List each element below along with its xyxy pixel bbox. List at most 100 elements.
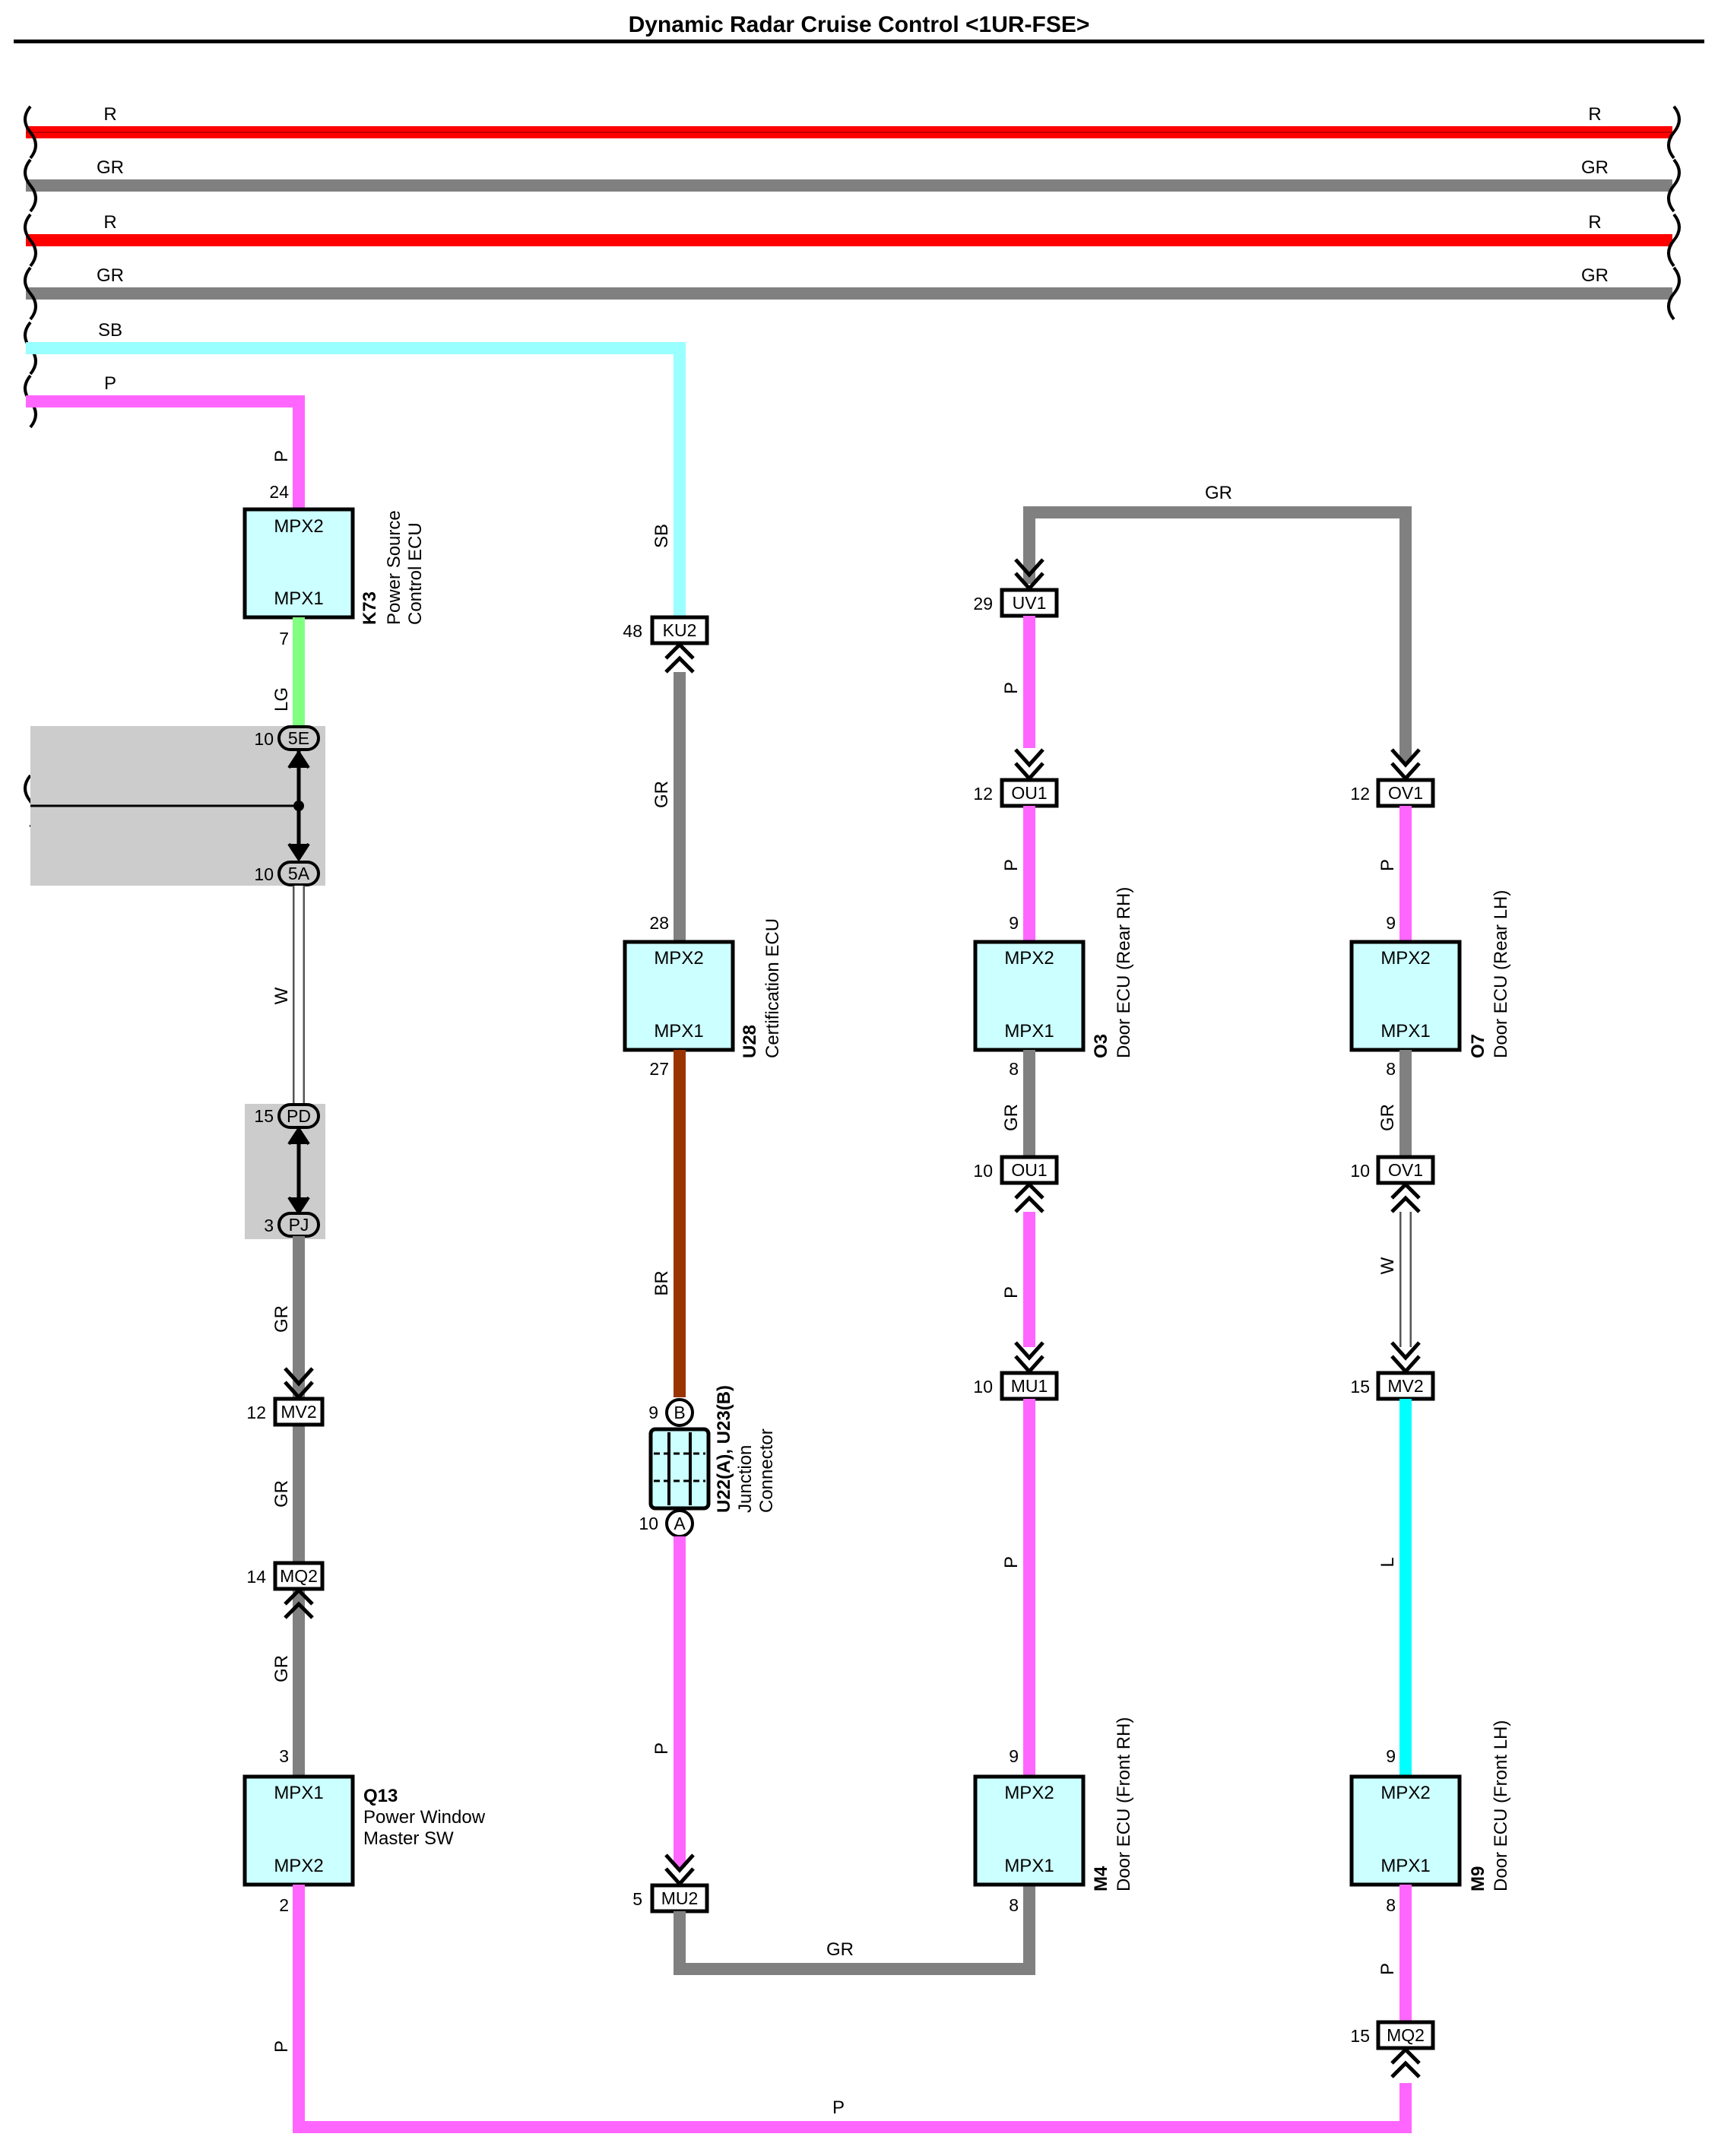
svg-text:MQ2: MQ2 xyxy=(280,1566,318,1586)
connector-mq2: MQ2 14 xyxy=(246,1561,325,1619)
svg-text:U28: U28 xyxy=(740,1025,760,1058)
component-k73: MPX2 MPX1 24 7 K73 Power Source Control … xyxy=(242,482,426,648)
svg-text:MQ2: MQ2 xyxy=(1387,2025,1425,2045)
svg-text:OV1: OV1 xyxy=(1388,1160,1423,1180)
wire-label: LG xyxy=(271,687,292,712)
connector-mu2: MU2 5 xyxy=(632,1853,709,1913)
wire-label: L xyxy=(1377,1557,1398,1567)
wire-label: GR xyxy=(651,781,672,808)
wire-label: P xyxy=(271,450,292,462)
svg-text:MV2: MV2 xyxy=(281,1402,316,1422)
bus-label-right: R xyxy=(1588,104,1601,125)
svg-text:KU2: KU2 xyxy=(663,620,697,640)
svg-text:OU1: OU1 xyxy=(1011,1160,1047,1180)
svg-text:Power Window: Power Window xyxy=(363,1807,486,1828)
bus-label-right: GR xyxy=(1581,157,1609,178)
svg-text:MPX1: MPX1 xyxy=(1380,1021,1430,1042)
svg-text:MU1: MU1 xyxy=(1011,1376,1048,1396)
svg-text:MPX1: MPX1 xyxy=(1004,1021,1054,1042)
svg-text:Master SW: Master SW xyxy=(363,1828,454,1849)
wire-label: P xyxy=(651,1742,672,1755)
svg-text:MU2: MU2 xyxy=(661,1888,699,1908)
svg-text:5A: 5A xyxy=(288,864,310,883)
svg-text:12: 12 xyxy=(973,784,993,804)
svg-text:27: 27 xyxy=(649,1059,669,1079)
svg-text:9: 9 xyxy=(648,1403,658,1422)
connector-mv2: MV2 12 xyxy=(246,1367,325,1427)
svg-text:OU1: OU1 xyxy=(1011,783,1047,803)
svg-text:3: 3 xyxy=(264,1216,274,1235)
svg-text:Door ECU (Rear LH): Door ECU (Rear LH) xyxy=(1491,890,1511,1058)
wire-label: GR xyxy=(1205,483,1232,503)
svg-text:29: 29 xyxy=(973,594,993,614)
svg-text:8: 8 xyxy=(1009,1059,1019,1079)
connector-ou1-lower: OU1 10 xyxy=(973,1155,1059,1213)
svg-text:10: 10 xyxy=(973,1161,993,1181)
svg-text:Certification ECU: Certification ECU xyxy=(762,918,783,1058)
diagram-title: Dynamic Radar Cruise Control <1UR-FSE> xyxy=(629,12,1090,37)
svg-text:MPX2: MPX2 xyxy=(1004,1783,1054,1803)
svg-text:MPX2: MPX2 xyxy=(274,516,323,537)
wire-label: P xyxy=(1001,1286,1022,1298)
svg-text:MPX1: MPX1 xyxy=(274,588,323,609)
svg-text:28: 28 xyxy=(649,913,669,933)
svg-text:15: 15 xyxy=(254,1106,274,1126)
junction-block-5e-5a: 5E 10 5A 10 xyxy=(30,725,325,886)
svg-text:MPX1: MPX1 xyxy=(274,1783,323,1803)
svg-text:M4: M4 xyxy=(1091,1866,1111,1891)
svg-text:48: 48 xyxy=(623,621,642,641)
wire-p-bottom xyxy=(293,1885,1412,2133)
component-m4: MPX2 MPX1 9 8 M4 Door ECU (Front RH) xyxy=(973,1717,1134,1915)
svg-text:OV1: OV1 xyxy=(1388,783,1423,803)
svg-text:B: B xyxy=(674,1403,685,1422)
svg-text:14: 14 xyxy=(246,1567,266,1587)
break-markers xyxy=(24,105,1681,829)
component-o7: MPX2 MPX1 9 8 O7 Door ECU (Rear LH) xyxy=(1349,890,1511,1079)
svg-text:10: 10 xyxy=(973,1377,993,1397)
component-q13: MPX1 MPX2 3 2 Q13 Power Window Master SW xyxy=(242,1746,486,1915)
wire-label: P xyxy=(1001,1556,1022,1568)
wire-label: GR xyxy=(271,1480,292,1508)
connector-uv1: UV1 29 xyxy=(973,558,1059,618)
svg-text:U22(A), U23(B): U22(A), U23(B) xyxy=(714,1385,734,1513)
svg-text:9: 9 xyxy=(1386,1746,1396,1766)
svg-text:M9: M9 xyxy=(1468,1866,1488,1891)
connector-mq2-right: MQ2 15 xyxy=(1350,2020,1435,2078)
bus-label-right: GR xyxy=(1581,265,1609,286)
wire-sb-top: SB xyxy=(26,320,686,629)
svg-text:O3: O3 xyxy=(1091,1034,1111,1058)
svg-text:MPX1: MPX1 xyxy=(1380,1856,1430,1876)
wire-label: SB xyxy=(651,524,672,548)
svg-text:10: 10 xyxy=(254,864,274,884)
wire-w-right: W xyxy=(1377,1212,1412,1347)
bus-line-3: R R xyxy=(26,212,1672,246)
svg-text:12: 12 xyxy=(1350,784,1370,804)
svg-text:10: 10 xyxy=(639,1514,658,1533)
svg-text:UV1: UV1 xyxy=(1013,593,1047,613)
wire-label: P xyxy=(1001,682,1022,694)
svg-text:12: 12 xyxy=(246,1403,266,1422)
svg-text:K73: K73 xyxy=(360,591,380,625)
connector-ou1: OU1 12 xyxy=(973,748,1059,808)
junction-block-pd-pj: PD 15 PJ 3 xyxy=(245,1103,325,1239)
svg-text:MPX1: MPX1 xyxy=(654,1021,703,1042)
svg-text:Connector: Connector xyxy=(756,1428,777,1513)
svg-text:P: P xyxy=(104,373,116,394)
wire-label: GR xyxy=(271,1305,292,1333)
svg-text:MPX2: MPX2 xyxy=(1004,948,1054,969)
bus-label-left: R xyxy=(103,212,116,233)
svg-text:8: 8 xyxy=(1386,1895,1396,1915)
svg-text:PD: PD xyxy=(287,1106,311,1126)
svg-text:Power Source: Power Source xyxy=(384,510,404,625)
component-u22-u23: B 9 A 10 U22(A), U23(B) Junction Connect… xyxy=(639,1385,777,1538)
component-o3: MPX2 MPX1 9 8 O3 Door ECU (Rear RH) xyxy=(973,887,1134,1079)
svg-text:24: 24 xyxy=(269,482,289,502)
svg-text:9: 9 xyxy=(1009,1746,1019,1766)
svg-text:8: 8 xyxy=(1386,1059,1396,1079)
wire-label: P xyxy=(1377,1963,1398,1975)
svg-text:O7: O7 xyxy=(1468,1034,1488,1058)
wire-label: P xyxy=(271,2040,292,2053)
svg-text:PJ: PJ xyxy=(289,1215,309,1235)
svg-text:9: 9 xyxy=(1009,913,1019,933)
svg-text:15: 15 xyxy=(1350,2026,1370,2046)
